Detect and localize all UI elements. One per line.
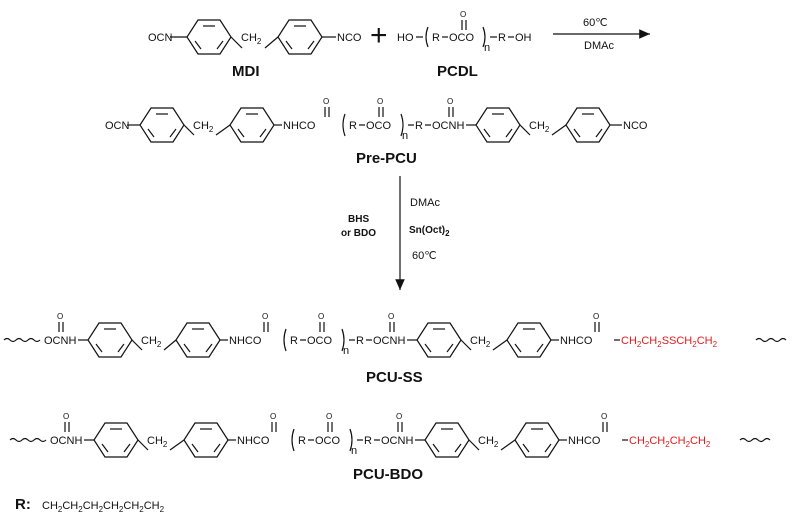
chain-wavy-line bbox=[739, 437, 771, 443]
svg-text:OCNH: OCNH bbox=[432, 120, 464, 132]
svg-text:R: R bbox=[432, 32, 440, 44]
svg-text:CH2: CH2 bbox=[141, 335, 162, 349]
svg-text:O: O bbox=[57, 312, 63, 321]
pcdl-label: PCDL bbox=[437, 63, 478, 80]
temp-label-2: 60℃ bbox=[412, 250, 437, 262]
svg-text:n: n bbox=[351, 445, 357, 457]
svg-text:O: O bbox=[326, 412, 332, 421]
svg-text:NHCO: NHCO bbox=[237, 435, 270, 447]
r-label: R: bbox=[15, 496, 31, 513]
svg-text:OCNH: OCNH bbox=[44, 335, 76, 347]
svg-text:O: O bbox=[593, 312, 599, 321]
temp-label: 60℃ bbox=[583, 17, 608, 29]
pcu-ss-molecule: OCNH O CH2 NHCO O R OCO O n R OCNH O CH2 bbox=[3, 312, 787, 358]
svg-text:OCO: OCO bbox=[307, 335, 333, 347]
pcdl-molecule: HO R OCO O n R OH bbox=[397, 10, 532, 54]
svg-text:n: n bbox=[402, 130, 408, 142]
svg-text:CH2: CH2 bbox=[193, 120, 214, 134]
svg-text:HO: HO bbox=[397, 32, 414, 44]
benzene-ring bbox=[186, 19, 232, 55]
mdi-label: MDI bbox=[232, 63, 260, 80]
chain-wavy-line bbox=[755, 337, 787, 343]
svg-text:OCNH: OCNH bbox=[381, 435, 413, 447]
svg-text:CH2: CH2 bbox=[470, 335, 491, 349]
svg-text:R: R bbox=[364, 435, 372, 447]
reaction-arrow-1: 60℃ DMAc bbox=[553, 17, 650, 52]
svg-text:R: R bbox=[415, 120, 423, 132]
svg-text:n: n bbox=[343, 345, 349, 357]
pcu-bdo-label: PCU-BDO bbox=[353, 466, 423, 483]
svg-text:R: R bbox=[298, 435, 306, 447]
mdi-molecule: OCN CH2 NCO bbox=[148, 19, 362, 55]
chain-wavy-line bbox=[9, 437, 47, 443]
svg-text:OCN: OCN bbox=[105, 120, 130, 132]
svg-text:CH2: CH2 bbox=[529, 120, 550, 134]
svg-text:n: n bbox=[484, 42, 490, 54]
svg-text:R: R bbox=[498, 32, 506, 44]
svg-text:O: O bbox=[447, 97, 453, 106]
benzene-ring bbox=[277, 19, 323, 55]
prepcu-label: Pre-PCU bbox=[356, 150, 417, 167]
svg-text:NHCO: NHCO bbox=[560, 335, 593, 347]
svg-text:O: O bbox=[396, 412, 402, 421]
nco-group: NCO bbox=[337, 32, 362, 44]
bdo-segment: CH2CH2CH2CH2 bbox=[629, 435, 711, 449]
chain-extender-label: BHS bbox=[348, 214, 369, 225]
svg-text:OCO: OCO bbox=[366, 120, 392, 132]
r-formula: CH2CH2CH2CH2CH2CH2 bbox=[42, 500, 165, 514]
svg-text:CH2: CH2 bbox=[478, 435, 499, 449]
svg-text:OCO: OCO bbox=[449, 32, 475, 44]
svg-text:O: O bbox=[262, 312, 268, 321]
reaction-arrow-2: DMAc BHS or BDO Sn(Oct)2 60℃ bbox=[341, 176, 450, 290]
svg-text:O: O bbox=[460, 10, 466, 19]
ocn-group: OCN bbox=[148, 32, 173, 44]
svg-text:O: O bbox=[270, 412, 276, 421]
svg-text:NCO: NCO bbox=[623, 120, 648, 132]
svg-text:OH: OH bbox=[515, 32, 532, 44]
catalyst-label: Sn(Oct)2 bbox=[409, 225, 450, 238]
prepcu-molecule: OCN CH2 NHCO O R OCO O n R OCNH O CH2 bbox=[105, 97, 648, 143]
svg-text:NHCO: NHCO bbox=[229, 335, 262, 347]
svg-text:R: R bbox=[290, 335, 298, 347]
svg-text:NHCO: NHCO bbox=[568, 435, 601, 447]
svg-text:OCO: OCO bbox=[315, 435, 341, 447]
svg-text:O: O bbox=[318, 312, 324, 321]
pcu-bdo-molecule: OCNH O CH2 NHCO O R OCO O n R OCNH O CH2 bbox=[9, 412, 771, 458]
r-definition: R: CH2CH2CH2CH2CH2CH2 bbox=[15, 496, 165, 514]
svg-text:OCNH: OCNH bbox=[50, 435, 82, 447]
chain-wavy-line bbox=[3, 337, 41, 343]
svg-text:R: R bbox=[349, 120, 357, 132]
svg-text:R: R bbox=[356, 335, 364, 347]
svg-text:O: O bbox=[601, 412, 607, 421]
pcu-ss-label: PCU-SS bbox=[366, 369, 423, 386]
svg-text:O: O bbox=[323, 97, 329, 106]
svg-text:CH2: CH2 bbox=[147, 435, 168, 449]
svg-text:O: O bbox=[388, 312, 394, 321]
ch2-group: CH2 bbox=[241, 32, 262, 46]
svg-text:NHCO: NHCO bbox=[283, 120, 316, 132]
svg-text:O: O bbox=[377, 97, 383, 106]
svg-text:OCNH: OCNH bbox=[373, 335, 405, 347]
solvent-label: DMAc bbox=[584, 40, 614, 52]
chain-extender-label-2: or BDO bbox=[341, 228, 376, 239]
plus-sign: + bbox=[370, 19, 388, 52]
ss-segment: CH2CH2SSCH2CH2 bbox=[621, 335, 718, 349]
solvent-label-2: DMAc bbox=[410, 197, 440, 209]
svg-text:O: O bbox=[63, 412, 69, 421]
